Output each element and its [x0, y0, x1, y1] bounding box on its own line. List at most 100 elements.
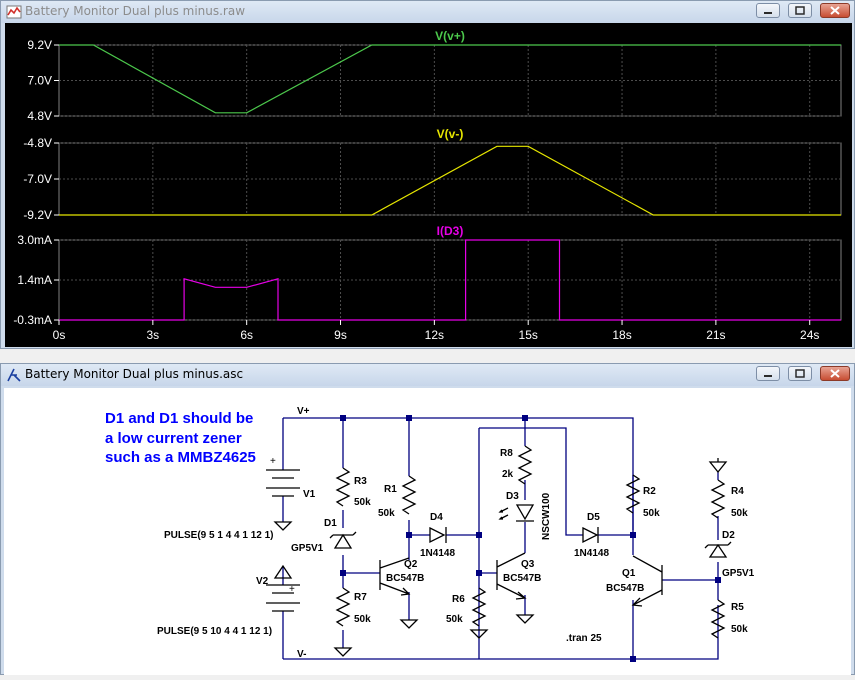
- d5-name[interactable]: D5: [587, 512, 600, 523]
- r5-value[interactable]: 50k: [731, 624, 748, 635]
- v2-name[interactable]: V2: [256, 576, 269, 587]
- q3-transistor-icon[interactable]: [496, 552, 527, 600]
- q1-name[interactable]: Q1: [622, 568, 636, 579]
- r4-name[interactable]: R4: [731, 486, 744, 497]
- d1-value[interactable]: GP5V1: [291, 543, 324, 554]
- r7-value[interactable]: 50k: [354, 614, 371, 625]
- close-icon: [830, 369, 840, 378]
- d3-led-icon[interactable]: [498, 504, 535, 522]
- r6-resistor-icon[interactable]: [471, 587, 487, 627]
- waveform-plot[interactable]: 9.2V7.0V4.8VV(v+)-4.8V-7.0V-9.2VV(v-)3.0…: [5, 23, 852, 347]
- vplus-rail[interactable]: [283, 417, 634, 530]
- x-tick-label-5: 15s: [519, 328, 538, 342]
- y-tick-label-1-1: -7.0V: [23, 172, 52, 186]
- ground-r6-icon: [469, 629, 489, 639]
- q3-value[interactable]: BC547B: [503, 573, 541, 584]
- r6-name[interactable]: R6: [452, 594, 465, 605]
- top-arrow-r4-icon: [708, 458, 728, 474]
- d2-zener-icon[interactable]: [704, 541, 732, 558]
- r2-value[interactable]: 50k: [643, 508, 660, 519]
- restore-button[interactable]: [788, 366, 812, 381]
- y-tick-label-0-2: 4.8V: [27, 109, 52, 123]
- r1-value[interactable]: 50k: [378, 508, 395, 519]
- close-button[interactable]: [820, 3, 850, 18]
- schematic-drawing[interactable]: + + D1: [4, 388, 851, 675]
- r6-value[interactable]: 50k: [446, 614, 463, 625]
- d2-name[interactable]: D2: [722, 530, 735, 541]
- trace-id3: [59, 239, 841, 321]
- d4-diode-icon[interactable]: [429, 526, 447, 544]
- vminus-label[interactable]: V-: [297, 649, 306, 660]
- ground-q3-icon: [515, 614, 535, 624]
- r4-resistor-icon[interactable]: [710, 479, 726, 519]
- r8-resistor-icon[interactable]: [517, 445, 533, 485]
- y-tick-label-2-0: 3.0mA: [17, 233, 52, 247]
- minimize-button[interactable]: [756, 366, 780, 381]
- d1-name[interactable]: D1: [324, 518, 337, 529]
- r1-resistor-icon[interactable]: [401, 475, 417, 515]
- x-tick-label-2: 6s: [240, 328, 253, 342]
- r5-resistor-icon[interactable]: [710, 599, 726, 639]
- r8-value[interactable]: 2k: [502, 469, 514, 480]
- vminus-rail[interactable]: [283, 605, 719, 660]
- schematic-app-icon: [7, 368, 21, 382]
- tran-directive[interactable]: .tran 25: [566, 633, 602, 644]
- r8-name[interactable]: R8: [500, 448, 513, 459]
- q2-name[interactable]: Q2: [404, 559, 418, 570]
- d4-value[interactable]: 1N4148: [420, 548, 455, 559]
- close-icon: [830, 6, 840, 15]
- trace-vv: [59, 44, 841, 114]
- r5-name[interactable]: R5: [731, 602, 744, 613]
- vplus-label[interactable]: V+: [297, 406, 310, 417]
- r7-name[interactable]: R7: [354, 592, 367, 603]
- trace-label-1: V(v-): [437, 127, 464, 141]
- q3-base-node[interactable]: [478, 428, 497, 659]
- r3-name[interactable]: R3: [354, 476, 367, 487]
- d5-diode-icon[interactable]: [582, 526, 599, 544]
- x-tick-label-7: 21s: [706, 328, 725, 342]
- r2-resistor-icon[interactable]: [625, 474, 641, 514]
- d3-name[interactable]: D3: [506, 491, 519, 502]
- schematic-window-title: Battery Monitor Dual plus minus.asc: [25, 367, 244, 381]
- note-line-1: D1 and D1 should be: [105, 410, 253, 427]
- d5-value[interactable]: 1N4148: [574, 548, 609, 559]
- q2-transistor-icon[interactable]: [379, 557, 411, 596]
- r1-name[interactable]: R1: [384, 484, 397, 495]
- waveform-window: Battery Monitor Dual plus minus.raw 9.2V…: [0, 0, 855, 349]
- r7-resistor-icon[interactable]: [335, 587, 351, 627]
- minimize-button[interactable]: [756, 3, 780, 18]
- d2-value[interactable]: GP5V1: [722, 568, 755, 579]
- q1-transistor-icon[interactable]: [631, 555, 663, 607]
- v2-top-arrow-icon: [273, 564, 293, 579]
- r8-wires[interactable]: [479, 427, 633, 536]
- waveform-app-icon: [6, 5, 22, 19]
- y-tick-label-0-0: 9.2V: [27, 38, 52, 52]
- y-tick-label-2-1: 1.4mA: [17, 273, 52, 287]
- restore-icon: [795, 369, 805, 378]
- q3-name[interactable]: Q3: [521, 559, 535, 570]
- d3-value[interactable]: NSCW100: [541, 492, 552, 540]
- schematic-canvas[interactable]: + + D1: [4, 388, 851, 675]
- restore-button[interactable]: [788, 3, 812, 18]
- v1-battery-icon[interactable]: [266, 469, 300, 497]
- schematic-titlebar[interactable]: Battery Monitor Dual plus minus.asc: [1, 364, 854, 386]
- close-button[interactable]: [820, 366, 850, 381]
- r2-name[interactable]: R2: [643, 486, 656, 497]
- x-tick-label-6: 18s: [612, 328, 631, 342]
- q1-value[interactable]: BC547B: [606, 583, 644, 594]
- r3-resistor-icon[interactable]: [335, 467, 351, 507]
- v2-battery-icon[interactable]: [266, 584, 300, 612]
- d1-zener-icon[interactable]: [329, 531, 357, 549]
- y-tick-label-2-2: -0.3mA: [13, 313, 52, 327]
- v2-value[interactable]: PULSE(9 5 10 4 4 1 12 1): [157, 626, 272, 637]
- v1-name[interactable]: V1: [303, 489, 316, 500]
- v1-value[interactable]: PULSE(9 5 1 4 4 1 12 1): [164, 530, 274, 541]
- q2-value[interactable]: BC547B: [386, 573, 424, 584]
- r3-value[interactable]: 50k: [354, 497, 371, 508]
- trace-label-0: V(v+): [435, 29, 465, 43]
- d4-name[interactable]: D4: [430, 512, 443, 523]
- r4-value[interactable]: 50k: [731, 508, 748, 519]
- ground-q2-icon: [399, 619, 419, 629]
- waveform-titlebar[interactable]: Battery Monitor Dual plus minus.raw: [1, 1, 854, 23]
